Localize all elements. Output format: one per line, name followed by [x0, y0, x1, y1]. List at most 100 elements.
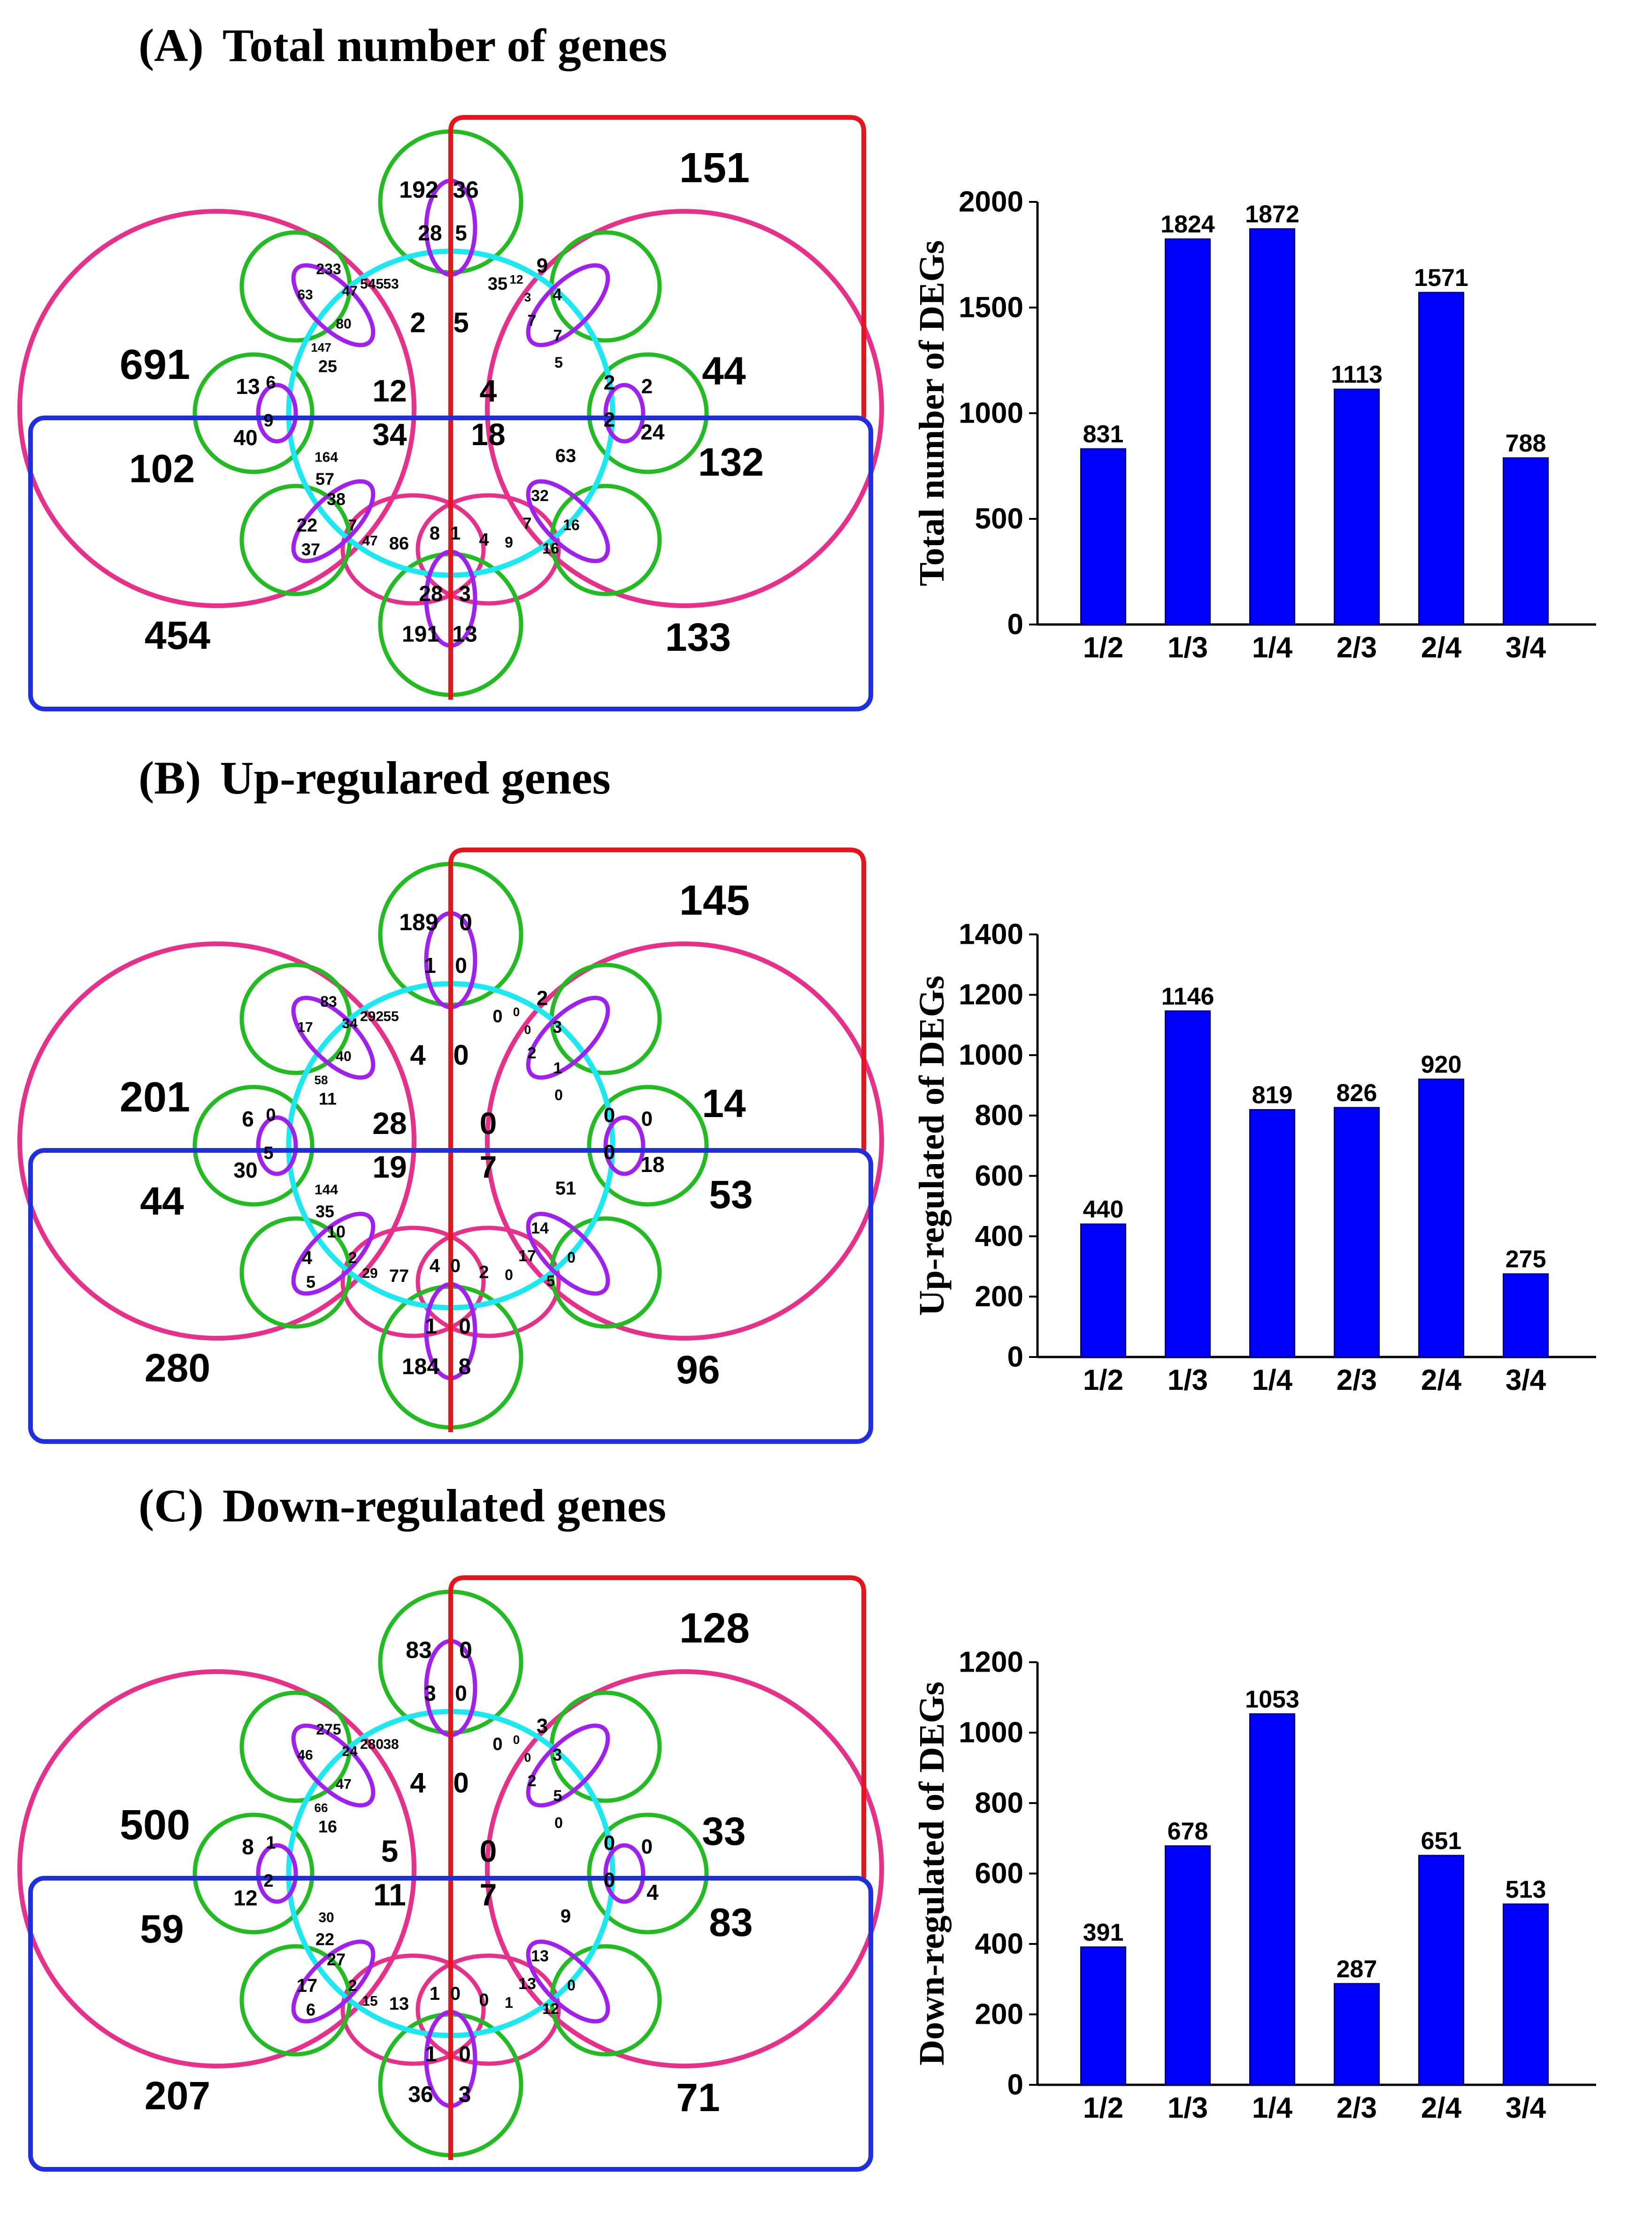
venn-count-lower_left: 27 [327, 1950, 346, 1969]
venn-count-outer: 33 [702, 1809, 745, 1853]
venn-count-core: 12 [372, 373, 407, 408]
venn-count-middle_left: 6 [242, 1107, 254, 1131]
venn-count-outer: 207 [145, 2074, 210, 2118]
venn-count-lower_left: 30 [318, 1910, 334, 1926]
bar-value-label: 920 [1421, 1051, 1462, 1079]
venn-count-upper_right: 0 [524, 1750, 531, 1765]
venn-count-outer: 280 [145, 1346, 210, 1390]
venn-count-lower_right: 14 [531, 1219, 549, 1237]
venn-count-bottom: 13 [452, 622, 477, 647]
venn-count-middle_right: 4 [646, 1880, 659, 1905]
venn-count-bottom: 184 [402, 1355, 439, 1380]
venn-count-upper_right: 5 [553, 1787, 562, 1805]
venn-count-lower_right: 9 [561, 1906, 571, 1927]
venn-count-lower_left: 17 [297, 1975, 318, 1996]
venn-count-upper_right: 2 [537, 987, 548, 1010]
y-tick-label: 400 [975, 1928, 1023, 1960]
venn-count-top: 189 [399, 909, 438, 935]
venn-count-lower_right: 4 [479, 530, 489, 550]
panel-title-text: Up-regulared genes [220, 752, 610, 804]
venn-count-top: 28 [418, 221, 442, 245]
x-tick-label: 2/3 [1337, 1364, 1377, 1396]
venn-count-lower_right: 0 [567, 1977, 576, 1994]
venn-count-upper_right: 4 [553, 285, 562, 304]
venn-count-outer: 691 [120, 341, 190, 388]
venn-count-middle_right: 2 [604, 409, 615, 432]
venn-count-lower_right: 51 [555, 1178, 576, 1199]
bar-value-label: 1146 [1161, 983, 1214, 1010]
venn-count-upper_right: 3 [524, 290, 531, 304]
bar-value-label: 391 [1083, 1919, 1124, 1946]
venn-count-lower_left: 164 [315, 450, 338, 465]
venn-count-outer: 151 [679, 145, 750, 192]
venn-count-top: 5 [455, 221, 467, 245]
venn-count-upper_left: 280 [360, 1737, 384, 1752]
y-tick-label: 0 [1007, 609, 1023, 641]
venn-count-lower_left: 10 [327, 1222, 346, 1241]
venn-count-upper_right: 3 [553, 1745, 562, 1765]
venn-count-upper_left: 17 [297, 1020, 313, 1035]
bar-value-label: 1571 [1414, 264, 1468, 292]
venn-count-core: 4 [480, 373, 497, 408]
venn-count-lower_right: 13 [518, 1975, 536, 1993]
venn-count-top: 3 [424, 1681, 436, 1705]
venn-count-middle_right: 0 [604, 1869, 615, 1892]
venn-magenta-circle-right [485, 209, 884, 608]
venn-count-middle_right: 0 [641, 1835, 653, 1858]
venn-count-core: 34 [372, 417, 407, 452]
x-tick-label: 2/4 [1421, 1364, 1462, 1396]
venn-count-lower_right: 5 [546, 1272, 555, 1289]
x-tick-label: 3/4 [1506, 1364, 1546, 1396]
venn-count-middle_left: 30 [233, 1158, 257, 1182]
venn-count-upper_right: 5 [554, 354, 563, 371]
y-tick-label: 200 [975, 1280, 1023, 1313]
venn-purple-loop [291, 1723, 376, 1808]
venn-count-lower_right: 9 [505, 534, 513, 551]
venn-count-lower_right: 0 [567, 1249, 576, 1266]
venn-count-core: 19 [372, 1149, 407, 1184]
venn-count-upper_right: 0 [492, 1007, 502, 1026]
venn-magenta-dome-left [340, 1953, 486, 2066]
venn-count-bottom: 4 [430, 1256, 440, 1276]
venn-blue-set-outline [28, 416, 873, 711]
bar [1080, 448, 1126, 625]
venn-purple-loop [526, 263, 610, 347]
venn-count-upper_right: 35 [488, 274, 507, 294]
x-tick-label: 2/3 [1337, 632, 1377, 664]
venn-count-lower_left: 37 [301, 540, 320, 559]
venn-count-upper_left: 275 [316, 1721, 341, 1738]
venn-count-lower_right: 32 [531, 487, 549, 505]
venn-count-lower_left: 22 [315, 1930, 334, 1949]
bar [1165, 1010, 1211, 1358]
y-tick-label: 500 [975, 503, 1023, 535]
venn-count-bottom: 0 [459, 1314, 471, 1338]
venn-count-middle_right: 0 [604, 1832, 615, 1855]
bar-value-label: 831 [1083, 421, 1124, 448]
venn-count-core: 7 [480, 1149, 497, 1184]
venn-count-middle_right: 2 [641, 375, 653, 398]
venn-magenta-circle-left [17, 941, 416, 1341]
venn-count-lower_left: 2 [348, 1249, 357, 1267]
y-tick-label: 600 [975, 1858, 1023, 1890]
y-axis-label: Up-regulated of DEGs [912, 976, 952, 1316]
venn-count-upper_left: 55 [383, 1009, 399, 1025]
venn-count-middle_right: 0 [604, 1104, 615, 1127]
venn-blue-set-outline [28, 1148, 873, 1444]
venn-count-lower_left: 15 [362, 1994, 377, 2009]
panel-title-text: Total number of genes [223, 19, 667, 71]
venn-count-upper_left: 147 [311, 340, 331, 355]
venn-count-upper_right: 9 [537, 254, 548, 278]
venn-count-core: 2 [410, 307, 425, 339]
venn-count-outer: 96 [676, 1348, 720, 1392]
venn-count-upper_right: 0 [492, 1735, 502, 1754]
venn-purple-loop [526, 479, 610, 563]
venn-count-bottom: 3 [459, 581, 471, 606]
venn-count-lower_right: 0 [479, 1990, 489, 2010]
venn-count-upper_left: 46 [297, 1748, 313, 1763]
venn-count-upper_right: 0 [524, 1023, 531, 1037]
venn-count-core: 7 [480, 1877, 497, 1912]
